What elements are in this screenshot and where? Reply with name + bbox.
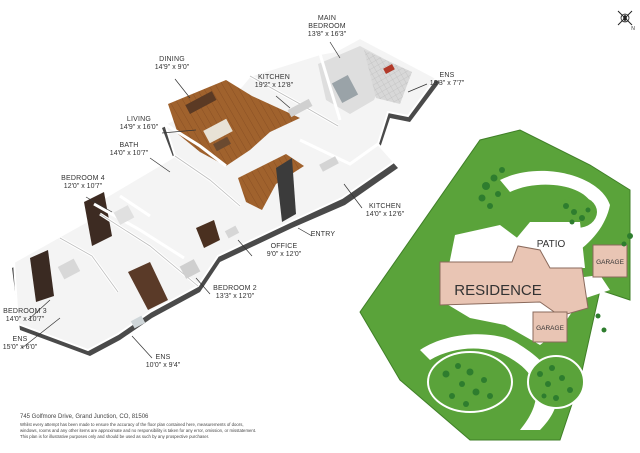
footer-disclaimer-2: windows, rooms and any other items are a… [20, 428, 257, 433]
ens-main-floor [364, 50, 412, 104]
walkway-curve [420, 334, 558, 430]
room-label-bedroom-3: BEDROOM 3 14'0" x 10'7" [3, 308, 47, 324]
garage-top-label: GARAGE [596, 259, 624, 266]
room-label-ens-lower: ENS 10'0" x 9'4" [145, 354, 181, 370]
accent-wall-1 [276, 158, 296, 222]
garage-bottom-label: GARAGE [536, 325, 564, 332]
ens-lower-tub [130, 315, 146, 329]
room-label-dining: DINING 14'9" x 9'0" [154, 56, 190, 72]
furniture [57, 64, 395, 329]
bed-4 [113, 205, 135, 225]
residence-label: RESIDENCE [454, 282, 542, 299]
room-label-kitchen-main: KITCHEN 19'2" x 12'8" [254, 74, 294, 90]
accent-wall-4 [128, 262, 168, 310]
footer-disclaimer-3: This plan is for illustrative purposes o… [20, 434, 210, 439]
room-label-bedroom-4: BEDROOM 4 12'0" x 10'7" [61, 175, 105, 191]
compass-letter: N [631, 26, 635, 32]
office-desk [224, 225, 240, 239]
sofa [203, 118, 233, 144]
bed-2 [179, 259, 201, 279]
residence-building [439, 245, 589, 317]
accent-wall-2 [84, 192, 112, 246]
ens-accent [383, 64, 395, 74]
kitchen2-island [319, 156, 339, 172]
room-label-main-bedroom: MAIN BEDROOM 13'8" x 16'3" [307, 15, 347, 39]
room-label-entry: ENTRY [310, 231, 336, 238]
room-label-living: LIVING 14'9" x 16'0" [119, 116, 159, 132]
room-label-office: OFFICE 9'0" x 12'0" [266, 243, 302, 259]
accent-wall-3 [30, 250, 54, 302]
room-label-ens-small: ENS 15'0" x 6'0" [2, 336, 38, 352]
site-plan: RESIDENCE PATIO GARAGE GARAGE [359, 129, 633, 441]
drive-curve [500, 170, 610, 262]
floorplan-3d [12, 36, 440, 359]
accent-wall-5 [196, 220, 220, 248]
lawn-oval-1 [427, 351, 513, 413]
leader-lines [21, 41, 428, 359]
garage-top [592, 244, 628, 278]
room-label-bedroom-2: BEDROOM 2 13'3" x 12'0" [213, 285, 257, 301]
room-label-kitchen-2: KITCHEN 14'0" x 12'6" [365, 203, 405, 219]
dining-table [185, 91, 217, 114]
main-bed [331, 75, 359, 103]
footer-disclaimer-1: Whilst every attempt has been made to en… [20, 422, 244, 427]
kitchen-island [287, 98, 313, 118]
room-label-bath: BATH 14'0" x 10'7" [109, 142, 149, 158]
patio-label: PATIO [537, 239, 566, 250]
room-label-ens-main: ENS 19'3" x 7'7" [429, 72, 465, 88]
compass-icon: N [617, 10, 635, 32]
garage-bottom [532, 311, 568, 343]
bed-3 [57, 258, 81, 280]
trees [442, 167, 633, 407]
footer-address: 745 Golfmore Drive, Grand Junction, CO, … [20, 414, 149, 420]
coffee-table [213, 136, 231, 152]
